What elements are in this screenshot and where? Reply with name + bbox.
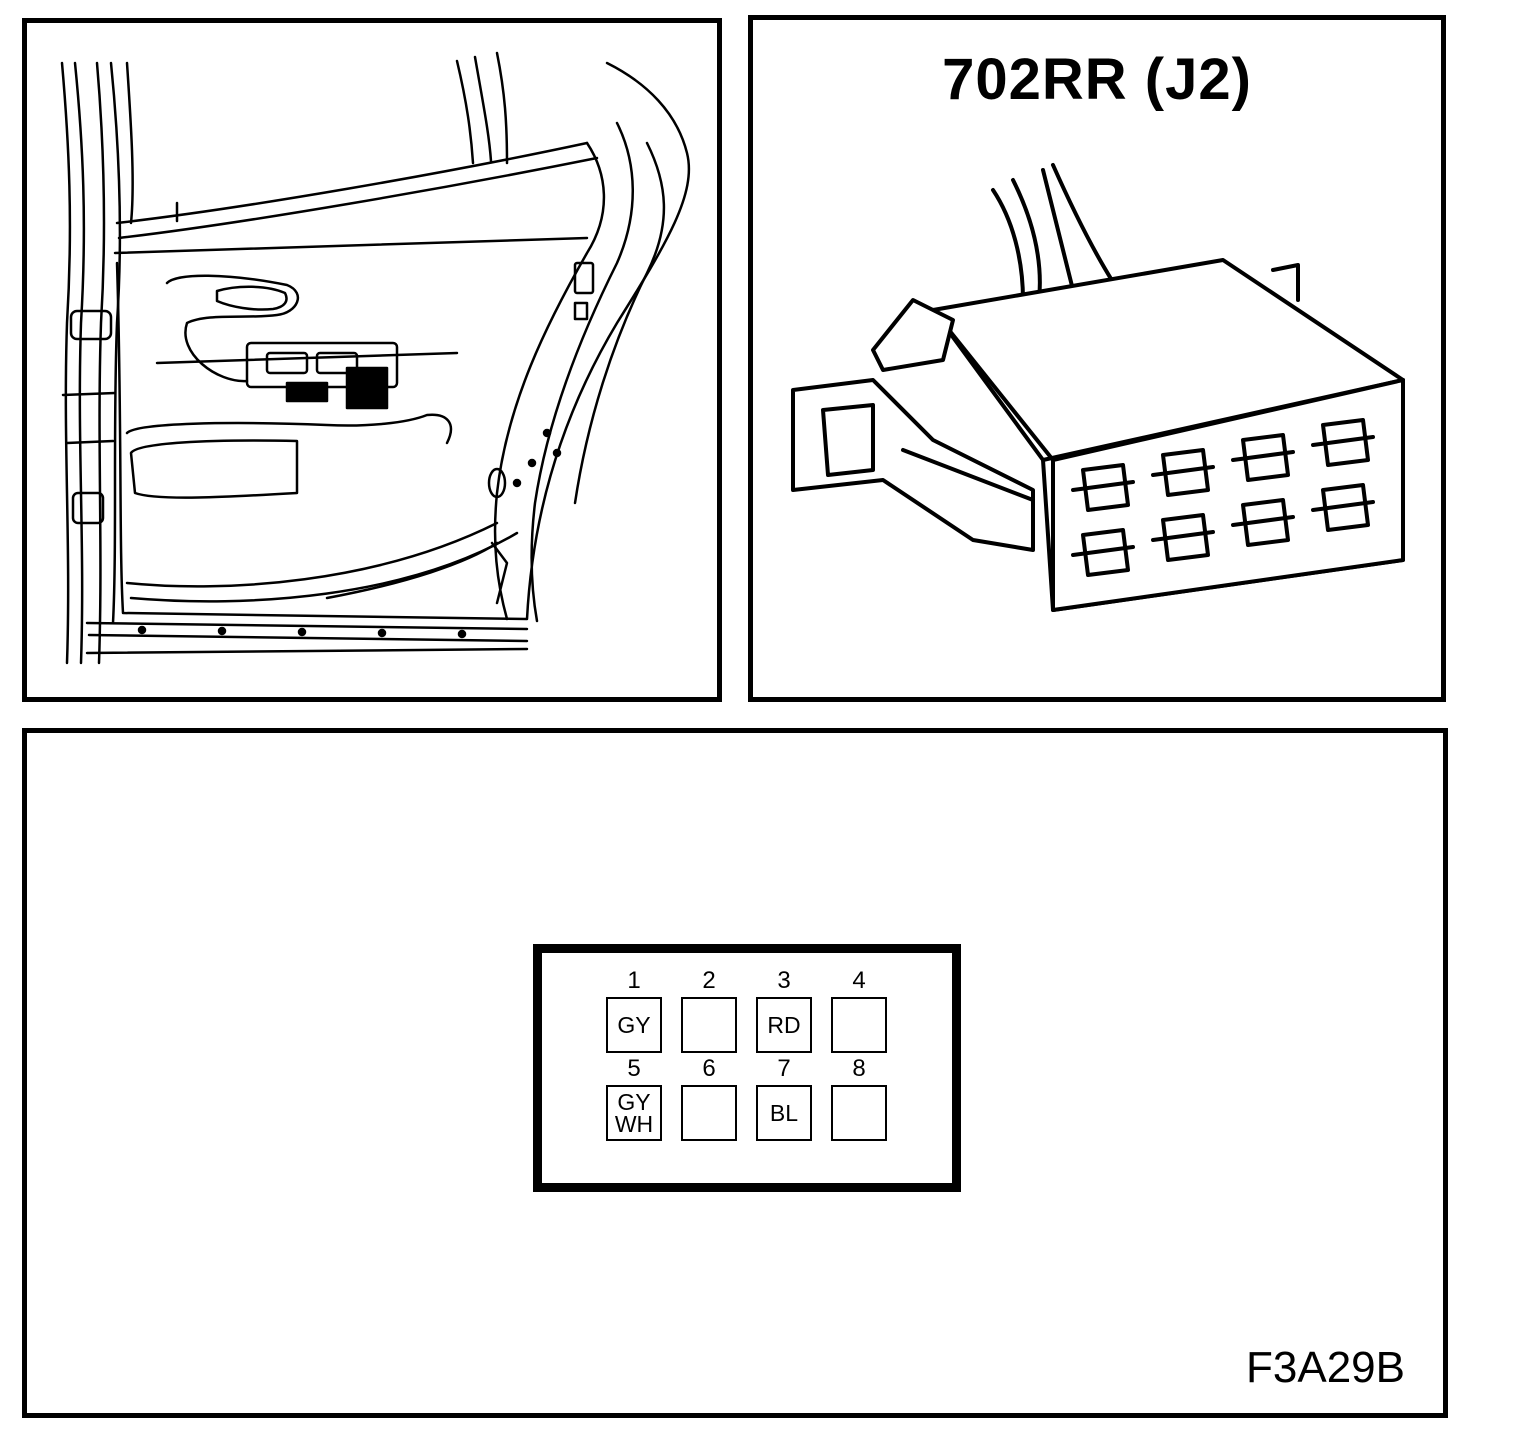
figure-id: F3A29B	[1246, 1343, 1405, 1392]
pin-number: 7	[777, 1055, 791, 1082]
pin-number: 1	[627, 967, 641, 994]
pin-cavity: GY	[606, 997, 662, 1053]
pin-cavity	[831, 997, 887, 1053]
pin-cavity	[681, 1085, 737, 1141]
pin-cavity	[681, 997, 737, 1053]
connector-panel: 702RR (J2)	[748, 15, 1446, 702]
wire-color-code: WH	[614, 1111, 654, 1137]
pin-cavity	[831, 1085, 887, 1141]
wire-color-code: GY	[617, 1089, 651, 1115]
pin-cavity: RD	[756, 997, 812, 1053]
pin-number: 8	[852, 1055, 866, 1082]
pin-number: 5	[627, 1055, 641, 1082]
connector-title: 702RR (J2)	[942, 47, 1252, 112]
pin-number: 6	[702, 1055, 716, 1082]
pin-cavity: BL	[756, 1085, 812, 1141]
wire-color-code: GY	[617, 1012, 651, 1038]
door-location-panel	[22, 18, 722, 702]
rear-door-illustration	[60, 51, 691, 665]
connector-illustration	[791, 163, 1405, 612]
wire-color-code: BL	[769, 1100, 799, 1126]
wire-color-code: RD	[767, 1012, 801, 1038]
pin-number: 4	[852, 967, 866, 994]
pin-number: 2	[702, 967, 716, 994]
pin-number: 3	[777, 967, 791, 994]
